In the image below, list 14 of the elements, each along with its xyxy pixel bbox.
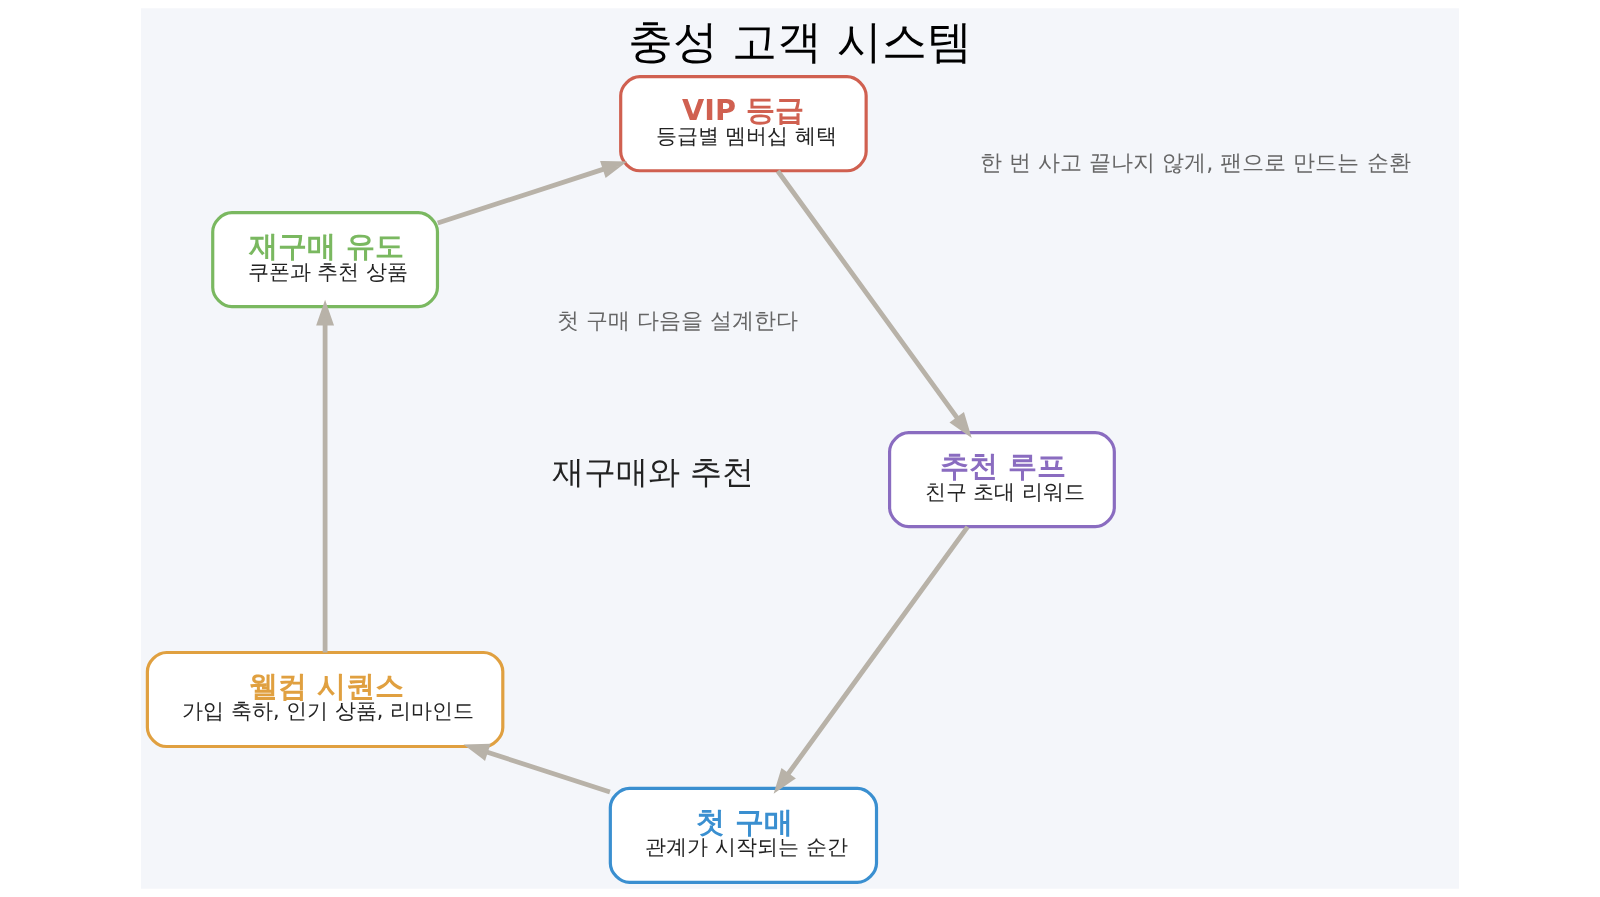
label: 재구매와 추천 bbox=[552, 452, 755, 491]
label: 첫 구매 다음을 설계한다 bbox=[556, 306, 798, 333]
arrow bbox=[437, 160, 628, 226]
node-box: 추천 루프 친구 초대 리워드 bbox=[888, 430, 1116, 529]
diagram-title: 충성 고객 시스템 bbox=[628, 15, 972, 68]
arrow bbox=[316, 299, 335, 653]
arrow bbox=[463, 743, 611, 795]
arrow bbox=[773, 525, 970, 794]
arrow bbox=[775, 169, 972, 438]
node-box: 웰컴 시퀀스 가입 축하, 인기 상품, 리마인드 bbox=[145, 650, 505, 749]
node-box: VIP 등급 등급별 멤버십 혜택 bbox=[619, 75, 868, 173]
node-box: 첫 구매 관계가 시작되는 순간 bbox=[608, 786, 879, 885]
node-box: 재구매 유도 쿠폰과 추천 상품 bbox=[211, 211, 440, 309]
label: 한 번 사고 끝나지 않게, 팬으로 만드는 순환 bbox=[979, 148, 1411, 175]
